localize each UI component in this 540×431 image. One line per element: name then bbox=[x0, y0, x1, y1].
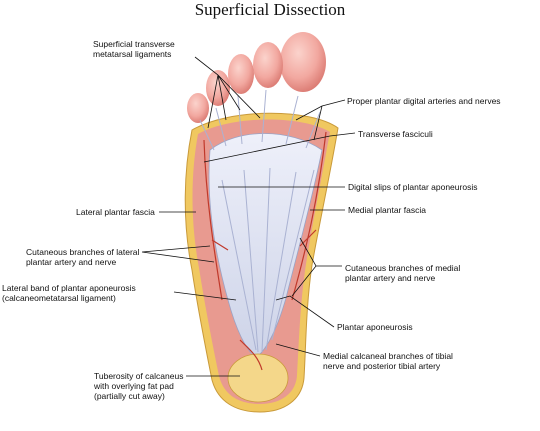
label-medial-plantar-fascia: Medial plantar fascia bbox=[348, 205, 426, 215]
page-title: Superficial Dissection bbox=[194, 0, 346, 19]
label-lateral-plantar-fascia: Lateral plantar fascia bbox=[76, 207, 155, 217]
label-plantar-aponeurosis: Plantar aponeurosis bbox=[337, 322, 413, 332]
third-toe bbox=[228, 54, 254, 94]
fifth-toe bbox=[187, 93, 209, 123]
calcaneal-fat-pad bbox=[227, 353, 289, 403]
great-toe bbox=[280, 32, 326, 92]
label-cutaneous-medial: Cutaneous branches of medial plantar art… bbox=[345, 263, 461, 283]
label-medial-calcaneal: Medial calcaneal branches of tibial nerv… bbox=[323, 351, 453, 371]
label-lateral-band: Lateral band of plantar aponeurosis (cal… bbox=[2, 283, 136, 303]
label-superficial-transverse-ligaments: Superficial transverse metatarsal ligame… bbox=[93, 39, 175, 59]
plantar-fascia bbox=[208, 133, 323, 359]
leader-lines bbox=[141, 56, 356, 377]
fourth-toe bbox=[206, 70, 230, 106]
second-toe bbox=[253, 42, 283, 88]
digital-slips bbox=[199, 89, 321, 353]
label-proper-plantar-digital: Proper plantar digital arteries and nerv… bbox=[347, 96, 501, 106]
label-digital-slips: Digital slips of plantar aponeurosis bbox=[348, 182, 478, 192]
label-transverse-fasciculi: Transverse fasciculi bbox=[358, 129, 433, 139]
label-cutaneous-lateral: Cutaneous branches of lateral plantar ar… bbox=[26, 247, 140, 267]
label-tuberosity-calcaneus: Tuberosity of calcaneus with overlying f… bbox=[94, 371, 184, 401]
vessels bbox=[203, 131, 327, 371]
